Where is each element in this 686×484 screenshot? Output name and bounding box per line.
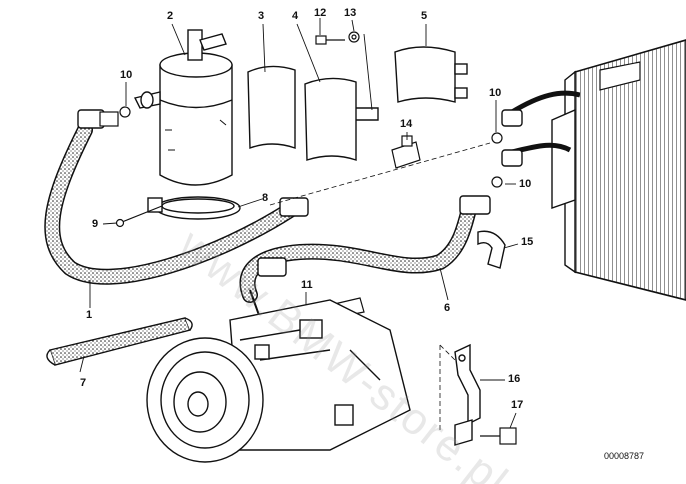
valve-14	[391, 135, 421, 169]
leader-lines	[79, 18, 519, 429]
callout-3: 3	[258, 10, 265, 22]
insulating-shells	[247, 46, 468, 161]
o-ring-10-upper	[491, 132, 503, 144]
o-ring-10-left	[119, 106, 131, 118]
dryer-bracket	[147, 196, 241, 220]
callout-8: 8	[262, 192, 269, 204]
bolt-nut-12-13	[315, 31, 360, 45]
alignment-dashes	[269, 142, 491, 430]
protective-sleeve-7	[46, 317, 193, 366]
condenser	[551, 39, 686, 301]
hose-clip-15	[477, 230, 506, 269]
callout-2: 2	[167, 10, 174, 22]
callout-15: 15	[521, 236, 534, 248]
o-ring-10-lower	[491, 176, 503, 188]
callout-5: 5	[421, 10, 428, 22]
callout-10-upper: 10	[489, 87, 502, 99]
document-number: 00008787	[604, 451, 645, 461]
receiver-dryer	[133, 29, 233, 186]
callout-10-left: 10	[120, 69, 133, 81]
callout-7: 7	[80, 377, 87, 389]
callout-16: 16	[508, 373, 521, 385]
ac-compressor	[146, 299, 411, 463]
callout-14: 14	[400, 118, 413, 130]
callout-4: 4	[292, 10, 299, 22]
bolt-17	[480, 427, 517, 445]
callout-9: 9	[92, 218, 99, 230]
callout-6: 6	[444, 302, 451, 314]
hose-6	[239, 195, 491, 319]
callout-11: 11	[301, 279, 313, 291]
bracket-16	[454, 343, 481, 446]
callout-10-lower: 10	[519, 178, 532, 190]
callout-12: 12	[314, 7, 327, 19]
hose-1	[44, 109, 309, 285]
callout-13: 13	[344, 7, 357, 19]
callout-1: 1	[86, 309, 93, 321]
screw-9	[121, 205, 163, 223]
callout-17: 17	[511, 399, 524, 411]
